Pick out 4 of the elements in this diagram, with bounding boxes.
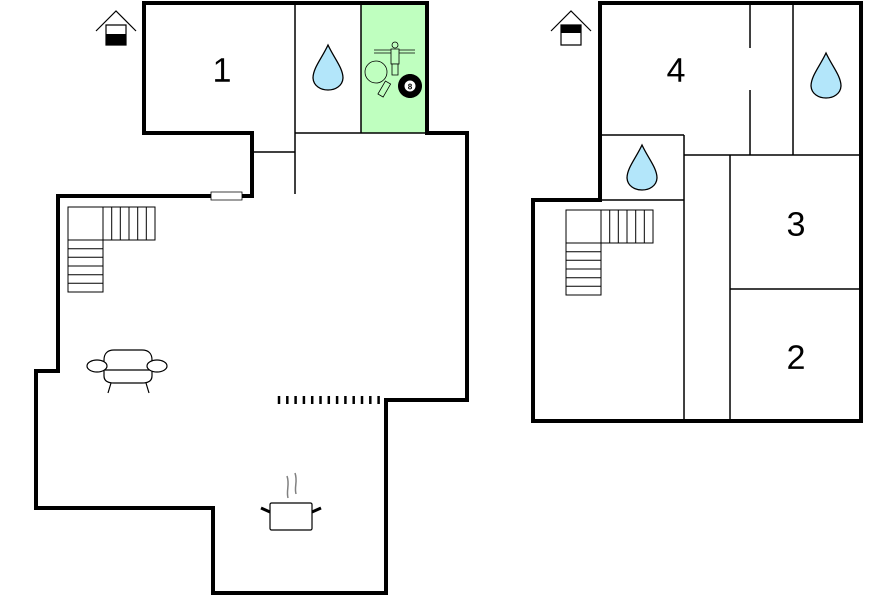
room-number: 2 xyxy=(788,345,804,369)
room-number: 1 xyxy=(215,58,230,82)
room-number: 3 xyxy=(788,212,804,236)
room-number: 4 xyxy=(667,58,684,82)
